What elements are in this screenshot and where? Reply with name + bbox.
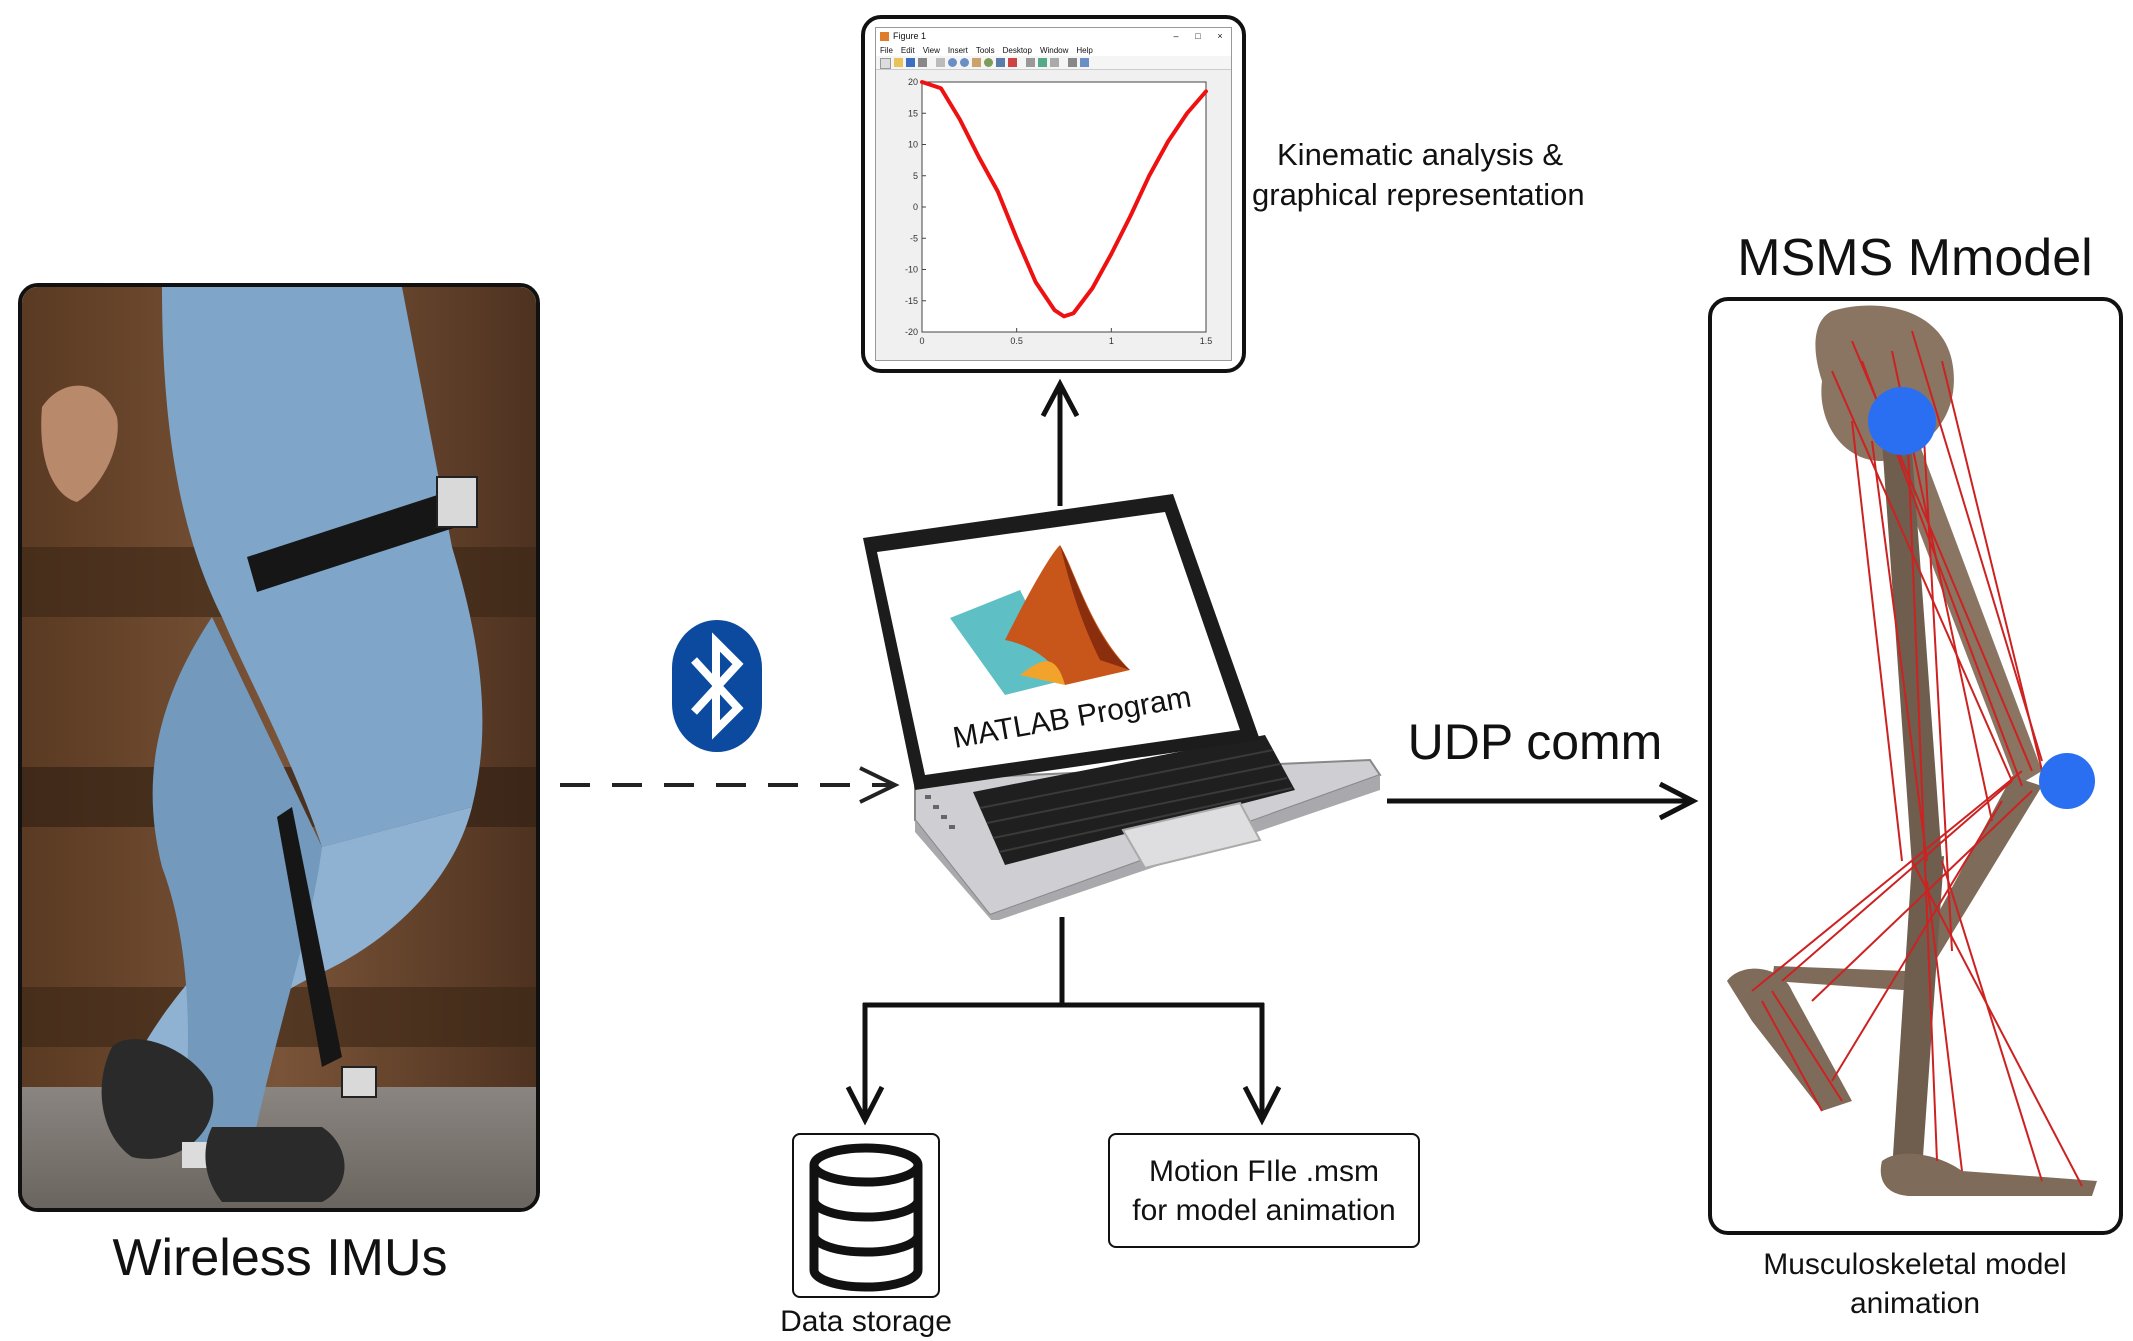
brush-icon[interactable] — [1008, 58, 1017, 67]
pan-icon[interactable] — [972, 58, 981, 67]
colorbar-icon[interactable] — [1038, 58, 1047, 67]
laptop-keyboard — [973, 735, 1295, 865]
storage-branch-arrows — [845, 917, 1282, 1126]
imu-photo-panel — [18, 283, 540, 1212]
y-tick-label: -5 — [910, 233, 918, 243]
model-caption: Musculoskeletal model animation — [1690, 1245, 2133, 1323]
motion-file-box: Motion FIle .msm for model animation — [1108, 1133, 1420, 1248]
kinematic-series-line — [920, 80, 1208, 319]
wireless-link-arrow — [560, 766, 900, 804]
figure-app-icon — [880, 31, 889, 41]
knee-joint-icon — [2039, 753, 2095, 809]
menu-tools[interactable]: Tools — [975, 45, 995, 55]
imus-label: Wireless IMUs — [112, 1229, 448, 1287]
new-figure-icon[interactable] — [880, 58, 891, 69]
menu-view[interactable]: View — [922, 45, 940, 55]
rotate-icon[interactable] — [984, 58, 993, 67]
menu-edit[interactable]: Edit — [900, 45, 915, 55]
x-tick-label: 0 — [919, 336, 924, 346]
figure-toolbar — [876, 56, 1231, 70]
front-foot-bone — [1727, 968, 1852, 1111]
back-tibia-bone — [1892, 856, 1944, 1171]
leg-photo-illustration — [22, 287, 536, 1208]
bluetooth-icon — [672, 620, 762, 752]
y-tick-label: 20 — [908, 77, 918, 87]
menu-file[interactable]: File — [880, 45, 893, 55]
figure-window: Figure 1 – □ × File Edit View Insert Too… — [875, 27, 1232, 361]
y-tick-label: 15 — [908, 108, 918, 118]
zoom-out-icon[interactable] — [960, 58, 969, 67]
save-icon[interactable] — [906, 58, 915, 67]
muscle-lines — [1751, 330, 2083, 1187]
plot-axes-box — [921, 81, 1207, 333]
kinematic-caption-line1: Kinematic analysis & — [1277, 137, 1564, 172]
udp-arrow — [1387, 781, 1699, 821]
data-cursor-icon[interactable] — [996, 58, 1005, 67]
laptop: MATLAB Program — [863, 494, 1382, 920]
y-tick-label: 10 — [908, 140, 918, 150]
menu-help[interactable]: Help — [1076, 45, 1093, 55]
musculoskeletal-model-illustration — [1727, 305, 2097, 1196]
udp-label: UDP comm — [1407, 714, 1663, 770]
y-tick-label: -20 — [905, 327, 918, 337]
print-icon[interactable] — [918, 58, 927, 67]
x-tick-label: 0.5 — [1010, 336, 1023, 346]
model-caption-line2: animation — [1849, 1287, 1981, 1320]
motion-file-line2: for model animation — [1132, 1193, 1396, 1227]
open-icon[interactable] — [894, 58, 903, 67]
data-storage-label: Data storage — [780, 1305, 952, 1338]
musculoskeletal-model-panel — [1708, 297, 2123, 1235]
hip-joint-icon — [1868, 387, 1936, 455]
kinematic-caption: Kinematic analysis & graphical represent… — [1252, 135, 1612, 216]
hide-tools-icon[interactable] — [1068, 58, 1077, 67]
menu-insert[interactable]: Insert — [947, 45, 968, 55]
menu-desktop[interactable]: Desktop — [1002, 45, 1032, 55]
back-femur-bone — [1882, 441, 1942, 866]
figure-titlebar: Figure 1 – □ × — [876, 28, 1231, 44]
minimize-icon[interactable]: – — [1173, 31, 1179, 41]
kinematic-caption-line2: graphical representation — [1252, 177, 1585, 213]
y-tick-label: -15 — [905, 296, 918, 306]
back-foot-bone — [1880, 1153, 2097, 1196]
database-icon — [809, 1143, 923, 1292]
figure-title: Figure 1 — [893, 31, 927, 41]
y-tick-label: 0 — [913, 202, 918, 212]
zoom-in-icon[interactable] — [948, 58, 957, 67]
show-tools-icon[interactable] — [1080, 58, 1089, 67]
link-icon[interactable] — [1026, 58, 1035, 67]
matlab-logo-icon — [950, 545, 1130, 695]
maximize-icon[interactable]: □ — [1195, 31, 1201, 41]
y-tick-label: -10 — [905, 265, 918, 275]
figure-window-panel: Figure 1 – □ × File Edit View Insert Too… — [861, 15, 1246, 373]
pointer-icon[interactable] — [936, 58, 945, 67]
data-storage-box — [792, 1133, 940, 1298]
close-icon[interactable]: × — [1217, 31, 1223, 41]
legend-icon[interactable] — [1050, 58, 1059, 67]
menu-window[interactable]: Window — [1039, 45, 1069, 55]
y-tick-label: 5 — [913, 171, 918, 181]
tibia-bone — [1772, 776, 2042, 991]
model-caption-line1: Musculoskeletal model — [1763, 1248, 2067, 1281]
x-tick-label: 1 — [1109, 336, 1114, 346]
motion-file-line1: Motion FIle .msm — [1148, 1154, 1380, 1188]
x-tick-label: 1.5 — [1200, 336, 1213, 346]
arrow-to-figure — [1040, 378, 1080, 506]
figure-menubar: File Edit View Insert Tools Desktop Wind… — [876, 44, 1231, 56]
laptop-trackpad — [1121, 801, 1262, 870]
model-title: MSMS Mmodel — [1737, 229, 2093, 287]
